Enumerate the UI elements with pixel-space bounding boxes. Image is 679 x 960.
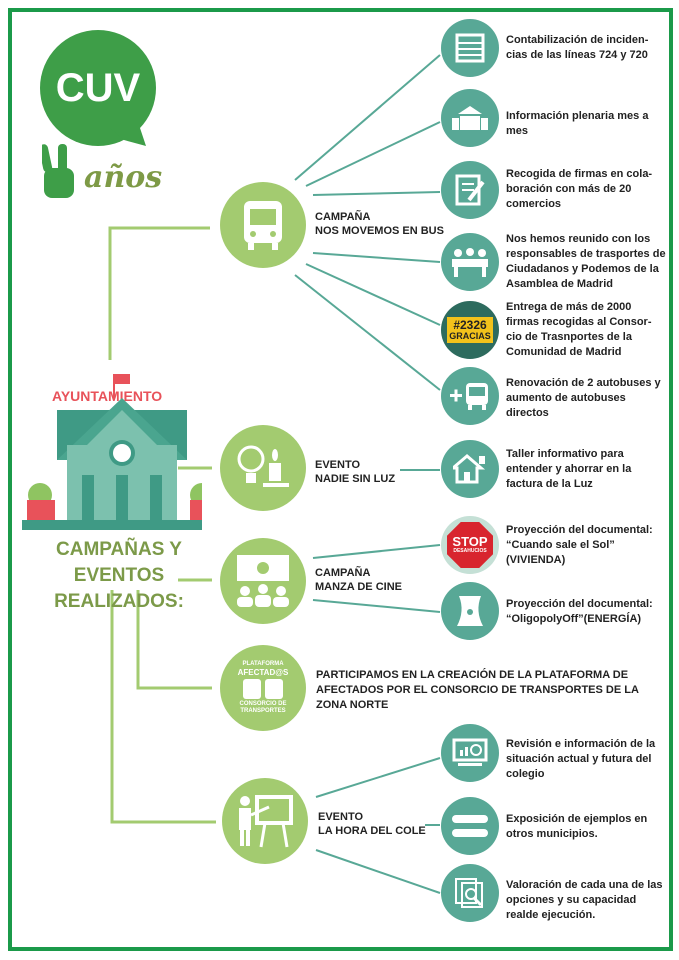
item-text: Nos hemos reunido con los responsables d… [506, 233, 666, 290]
branch-luz-label: EVENTO NADIE SIN LUZ [315, 458, 395, 486]
item-text: Revisión e información de la situación a… [506, 738, 656, 780]
frame-border [8, 8, 673, 951]
speech-tail-icon [110, 128, 146, 146]
connector-plataforma [136, 590, 212, 690]
house-plug-icon [441, 440, 499, 498]
building-label: AYUNTAMIENTO [52, 388, 163, 404]
badge-line1: #2326 [453, 318, 487, 332]
branch-line2: MANZA DE CINE [315, 581, 402, 593]
branch-line1: CAMPAÑA [315, 567, 371, 579]
item-text: Proyección del documental: “Cuando sale … [506, 524, 653, 566]
victory-hand-icon [42, 144, 74, 198]
equals-icon [441, 797, 499, 855]
document-search-icon [441, 864, 499, 922]
title-line-2: REALIZADOS: [54, 591, 184, 612]
branch-line2: NADIE SIN LUZ [315, 473, 396, 485]
hashtag-badge: #2326 GRACIAS [441, 301, 499, 359]
item-text: Entrega de más de 2000 firmas recogidas … [506, 301, 652, 358]
meeting-icon [441, 233, 499, 291]
main-title: CAMPAÑAS Y EVENTOS REALIZADOS: [14, 537, 224, 615]
teacher-icon [222, 778, 308, 864]
item-text: Valoración de cada una de las opciones y… [506, 879, 663, 921]
plus-bus-icon [441, 367, 499, 425]
branch-line2: NOS MOVEMOS EN BUS [315, 225, 444, 237]
cuv-logo: CUV [40, 30, 156, 146]
item-text: Renovación de 2 autobuses y aumento de a… [506, 377, 661, 419]
stop-sign: STOP DESAHUCIOS [441, 516, 499, 574]
branch-cine-label: CAMPAÑA MANZA DE CINE [315, 566, 402, 594]
badge-line2: GRACIAS [449, 331, 491, 341]
stop-text: STOP [452, 534, 488, 549]
chart-magnifier-icon [441, 724, 499, 782]
platform-icon-top: PLATAFORMA [242, 661, 284, 667]
item-text: Recogida de firmas en cola-boración con … [506, 168, 653, 210]
branch-line1: EVENTO [318, 811, 364, 823]
branch-bus-label: CAMPAÑA NOS MOVEMOS EN BUS [315, 210, 444, 238]
nuclear-plant-icon [441, 582, 499, 640]
item-text: Contabilización de inciden-cias de las l… [506, 34, 649, 61]
platform-bus-icon: PLATAFORMA AFECTAD@S CONSORCIO DE TRANSP… [220, 645, 306, 731]
platform-icon-bottom: CONSORCIO DE TRANSPORTES [239, 701, 287, 714]
town-hall-icon [441, 89, 499, 147]
cinema-icon [220, 538, 306, 624]
item-text: Taller informativo para entender y ahorr… [506, 448, 632, 490]
item-text: Información plenaria mes a mes [506, 110, 649, 137]
bus-icon [220, 182, 306, 268]
branch-line1: EVENTO [315, 459, 361, 471]
branch-plataforma-label: PARTICIPAMOS EN LA CREACIÓN DE LA PLATAF… [316, 669, 639, 711]
branch-cole-label: EVENTO LA HORA DEL COLE [318, 810, 426, 838]
title-line-1: CAMPAÑAS Y EVENTOS [56, 539, 182, 586]
logo-text: CUV [55, 65, 141, 110]
signature-form-icon [441, 161, 499, 219]
years-text: años [84, 160, 163, 195]
desahucios-text: DESAHUCIOS [453, 548, 487, 554]
branch-line1: CAMPAÑA [315, 211, 371, 223]
connector-bus [108, 226, 210, 360]
item-text: Exposición de ejemplos en otros municipi… [506, 813, 648, 840]
branch-line2: LA HORA DEL COLE [318, 825, 426, 837]
abacus-icon [441, 19, 499, 77]
item-text: Proyección del documental: “OligopolyOff… [506, 598, 653, 625]
lightbulb-candle-icon [220, 425, 306, 511]
platform-icon-mid: AFECTAD@S [237, 668, 289, 677]
town-hall-building-icon [22, 374, 202, 530]
connector-cole [110, 590, 216, 824]
